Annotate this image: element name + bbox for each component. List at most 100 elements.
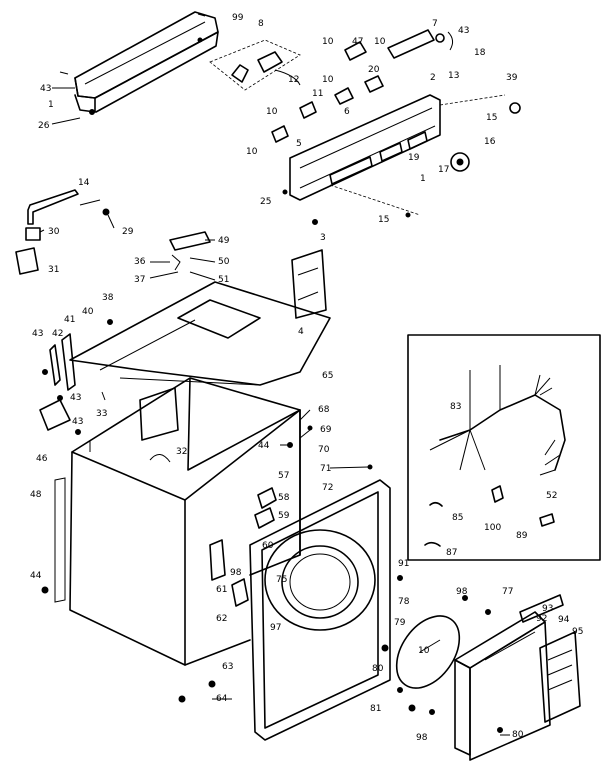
part-label: 91 [398, 559, 409, 569]
part-label: 18 [474, 48, 486, 58]
control-console-top [74, 11, 219, 115]
part-label: 93 [542, 604, 553, 614]
part-label: 68 [318, 405, 330, 415]
part-label: 13 [448, 71, 459, 81]
part-label: 49 [218, 236, 230, 246]
part-label: 12 [288, 75, 299, 85]
part-label: 89 [516, 531, 528, 541]
part-label: 3 [320, 233, 326, 243]
part-label: 6 [344, 107, 350, 117]
part-label: 80 [512, 730, 524, 740]
part-label: 10 [266, 107, 278, 117]
part-label: 10 [374, 37, 386, 47]
part-label: 43 [70, 393, 81, 403]
part-label: 33 [96, 409, 107, 419]
part-label: 97 [270, 623, 281, 633]
part-label: 30 [48, 227, 60, 237]
part-label: 31 [48, 265, 59, 275]
part-label: 42 [52, 329, 63, 339]
part-label: 47 [352, 37, 363, 47]
part-label: 1 [420, 174, 426, 184]
part-label: 41 [64, 315, 75, 325]
part-label: 36 [134, 257, 146, 267]
part-label: 71 [320, 464, 331, 474]
wiring-harness-inset [407, 334, 601, 561]
part-label: 98 [230, 568, 242, 578]
cabinet [41, 377, 301, 666]
part-label: 38 [102, 293, 114, 303]
fasteners-middle [178, 425, 373, 703]
part-label: 61 [216, 585, 227, 595]
part-label: 43 [40, 84, 51, 94]
part-label: 39 [506, 73, 518, 83]
part-label: 98 [456, 587, 468, 597]
part-label: 64 [216, 694, 228, 704]
part-label: 37 [134, 275, 145, 285]
part-label: 77 [502, 587, 513, 597]
part-label: 7 [432, 19, 438, 29]
part-label: 65 [322, 371, 333, 381]
part-label: 25 [260, 197, 271, 207]
part-label: 70 [318, 445, 330, 455]
part-label: 60 [262, 541, 274, 551]
leader-lines [39, 13, 510, 736]
part-label: 80 [372, 664, 384, 674]
part-label: 11 [312, 89, 323, 99]
part-label: 63 [222, 662, 233, 672]
part-label: 26 [38, 121, 50, 131]
part-label: 20 [368, 65, 380, 75]
part-label: 15 [378, 215, 389, 225]
part-number-labels: 99 8 10 47 10 7 43 18 43 1 26 12 11 10 2… [30, 13, 583, 743]
part-label: 44 [30, 571, 42, 581]
part-label: 95 [572, 627, 583, 637]
part-label: 79 [394, 618, 406, 628]
part-label: 43 [32, 329, 43, 339]
door-parts [395, 594, 581, 761]
top-cover [69, 231, 331, 386]
part-label: 4 [298, 327, 304, 337]
part-label: 40 [82, 307, 94, 317]
part-label: 46 [36, 454, 48, 464]
part-label: 10 [246, 147, 258, 157]
part-label: 29 [122, 227, 134, 237]
part-label: 62 [216, 614, 227, 624]
control-panel [282, 94, 521, 225]
brackets-left [39, 333, 81, 435]
part-label: 48 [30, 490, 42, 500]
part-label: 8 [258, 19, 264, 29]
part-label: 17 [438, 165, 449, 175]
part-label: 5 [296, 139, 302, 149]
part-label: 10 [322, 75, 334, 85]
part-label: 100 [484, 523, 501, 533]
part-label: 10 [322, 37, 334, 47]
wiring-harness-small [209, 39, 301, 91]
part-label: 94 [558, 615, 570, 625]
part-label: 52 [546, 491, 557, 501]
part-label: 14 [78, 178, 90, 188]
part-label: 85 [452, 513, 463, 523]
front-panel [249, 479, 403, 741]
part-label: 15 [486, 113, 497, 123]
hose-and-valve [15, 189, 110, 275]
part-label: 99 [232, 13, 244, 23]
part-label: 92 [536, 614, 547, 624]
part-label: 19 [408, 153, 420, 163]
part-label: 2 [430, 73, 436, 83]
part-label: 32 [176, 447, 187, 457]
part-label: 87 [446, 548, 457, 558]
part-label: 72 [322, 483, 333, 493]
part-label: 44 [258, 441, 270, 451]
part-label: 78 [398, 597, 410, 607]
part-label: 69 [320, 425, 332, 435]
part-label: 59 [278, 511, 290, 521]
part-label: 1 [48, 100, 54, 110]
part-label: 43 [72, 417, 83, 427]
part-label: 58 [278, 493, 290, 503]
part-label: 10 [418, 646, 430, 656]
part-label: 75 [276, 575, 287, 585]
part-label: 83 [450, 402, 461, 412]
part-label: 43 [458, 26, 469, 36]
switch-parts [271, 29, 454, 143]
part-label: 98 [416, 733, 428, 743]
